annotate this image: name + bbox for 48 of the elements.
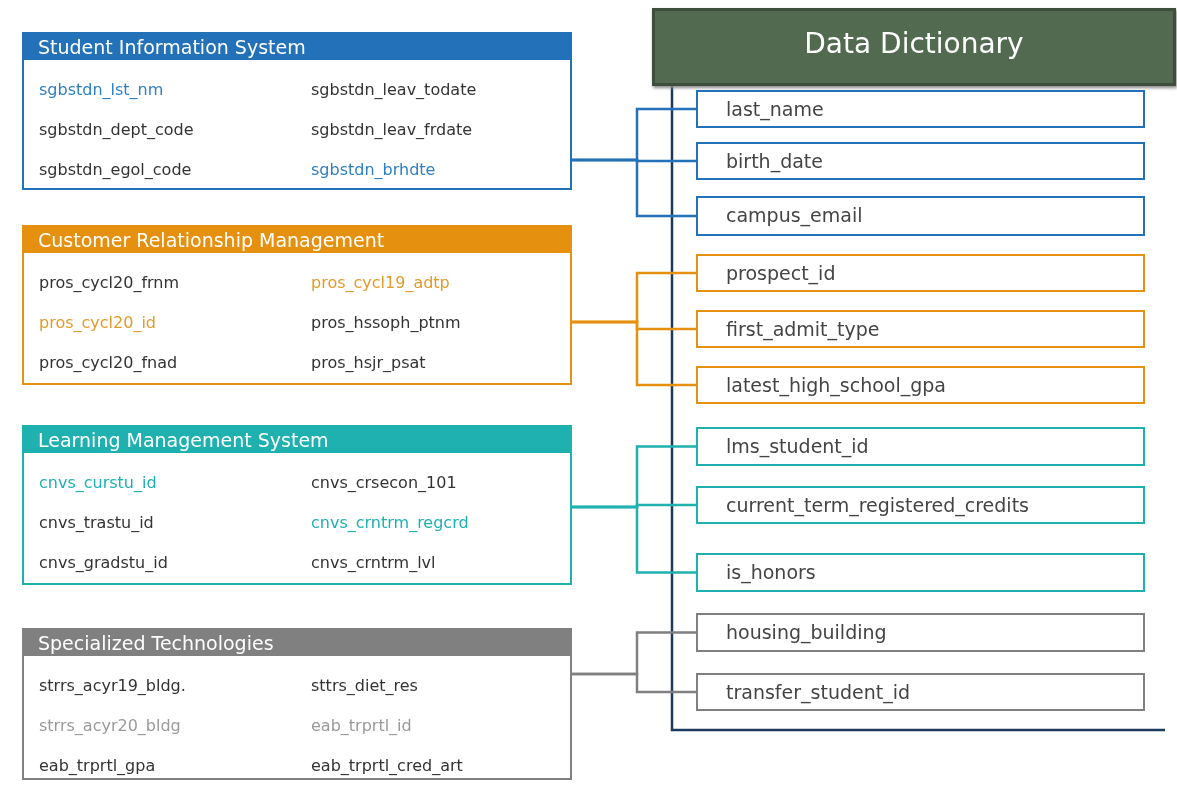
field-name: cnvs_gradstu_id [39,553,168,572]
connector-line [572,505,696,574]
field-name: strrs_acyr20_bldg [39,716,181,735]
dictionary-field: housing_building [696,613,1145,652]
panel-header: Learning Management System [24,427,570,453]
field-name: cnvs_crntrm_lvl [311,553,436,572]
field-name: pros_hsjr_psat [311,353,426,372]
connector-line [572,320,696,387]
dictionary-field: is_honors [696,553,1145,592]
panel-header: Customer Relationship Management [24,227,570,253]
system-panel [22,628,572,780]
field-name: sgbstdn_dept_code [39,120,194,139]
dictionary-field: last_name [696,90,1145,128]
panel-header: Specialized Technologies [24,630,570,656]
field-name: cnvs_crsecon_101 [311,473,457,492]
dictionary-header: Data Dictionary [652,8,1176,86]
dictionary-field: transfer_student_id [696,673,1145,711]
field-name: pros_cycl20_frnm [39,273,180,292]
field-name: pros_hssoph_ptnm [311,313,461,332]
dictionary-field: prospect_id [696,254,1145,292]
dictionary-field: birth_date [696,142,1145,180]
field-name: pros_cycl20_fnad [39,353,178,372]
field-name: cnvs_crntrm_regcrd [311,513,469,532]
system-panel [22,425,572,585]
panel-header: Student Information System [24,34,570,60]
field-name: cnvs_curstu_id [39,473,157,492]
field-name: sgbstdn_leav_frdate [311,120,473,139]
field-name: sgbstdn_egol_code [39,160,192,179]
dictionary-field: first_admit_type [696,310,1145,348]
connector-line [572,158,696,218]
field-name: eab_trprtl_id [311,716,412,735]
dictionary-field: lms_student_id [696,427,1145,466]
connector-line [572,672,696,694]
system-panel [22,225,572,385]
field-name: sttrs_diet_res [311,676,418,695]
field-name: pros_cycl20_id [39,313,156,332]
field-name: sgbstdn_brhdte [311,160,436,179]
field-name: sgbstdn_leav_todate [311,80,477,99]
field-name: sgbstdn_lst_nm [39,80,164,99]
field-name: pros_cycl19_adtp [311,273,450,292]
field-name: cnvs_trastu_id [39,513,154,532]
dictionary-field: latest_high_school_gpa [696,366,1145,404]
field-name: strrs_acyr19_bldg. [39,676,186,695]
field-name: eab_trprtl_cred_art [311,756,463,775]
field-name: eab_trprtl_gpa [39,756,156,775]
dictionary-field: current_term_registered_credits [696,486,1145,524]
dictionary-field: campus_email [696,196,1145,236]
system-panel [22,32,572,190]
